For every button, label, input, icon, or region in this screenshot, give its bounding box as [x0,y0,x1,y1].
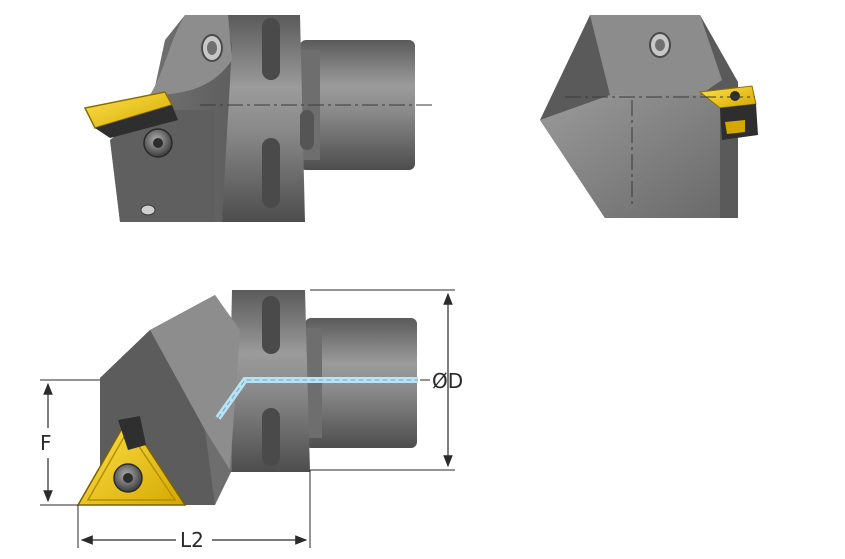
flute-mid [300,110,314,150]
height-label: F [40,431,52,455]
height-dimension: F [40,379,100,506]
end-face [540,95,720,218]
length-label: L2 [180,528,204,552]
flute-upper [262,18,280,80]
flute-lower [262,138,280,208]
diameter-label: ØD [432,369,463,393]
end-view [540,15,758,218]
length-dimension: L2 [77,470,311,552]
side-view [83,15,432,222]
angled-head-face [150,295,240,470]
insert-clamp [118,416,146,450]
dimensioned-view: ØD F L2 [40,289,463,552]
triangle-insert [76,416,187,506]
diameter-dimension: ØD [310,289,463,471]
head-face [110,110,215,222]
flange [222,15,305,222]
bottom-hole [140,204,156,216]
flute-bottom-lower [262,408,280,466]
flute-bottom-upper [262,296,280,354]
